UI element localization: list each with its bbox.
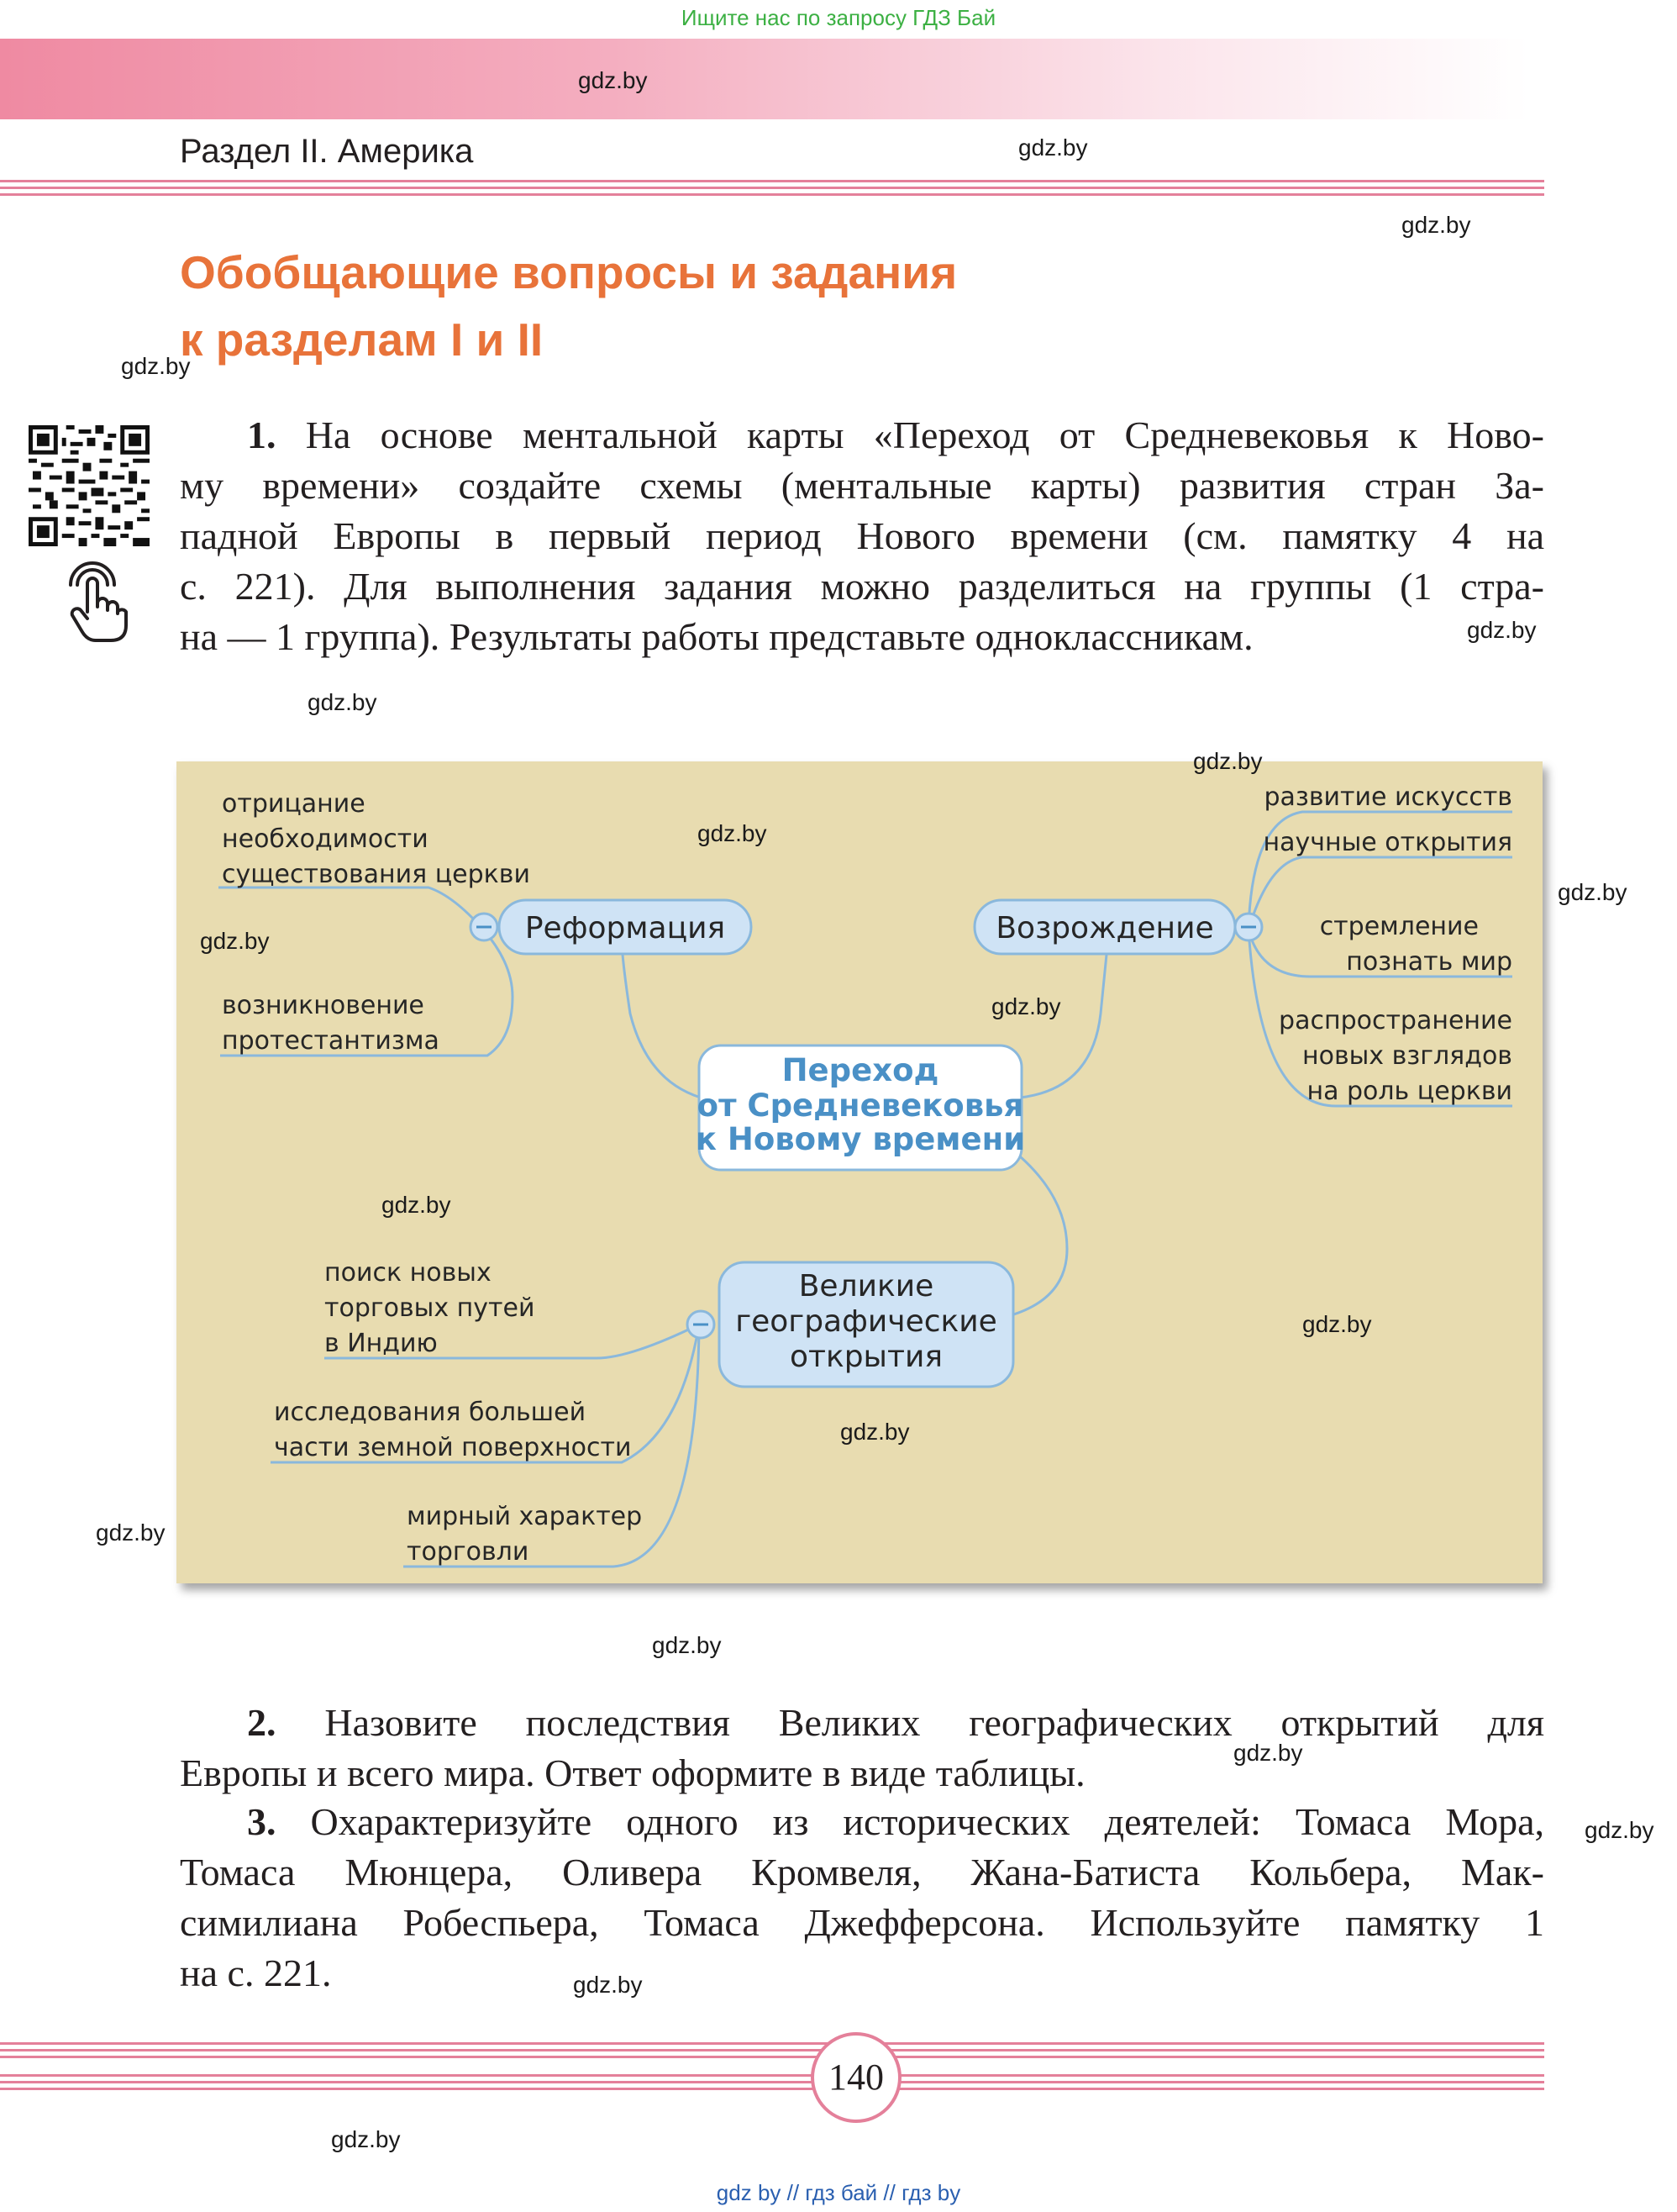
watermark: gdz.by	[991, 993, 1061, 1019]
header-rule	[0, 193, 1544, 196]
link-discoveries-leaf	[324, 1323, 700, 1360]
footer-rule	[0, 2088, 1544, 2090]
reformation-node[interactable]	[497, 898, 753, 956]
watermark: gdz.by	[1558, 879, 1627, 905]
footer-rule	[0, 2049, 1544, 2051]
center-node[interactable]	[697, 1044, 1023, 1172]
leaf-text: новых взглядов	[1302, 1041, 1512, 1071]
leaf-text: исследования большей	[274, 1398, 586, 1427]
footer-rule	[0, 2056, 1544, 2058]
leaf-text: торговли	[407, 1537, 528, 1567]
leaf-text: научные открытия	[1264, 828, 1512, 857]
watermark: gdz.by	[697, 820, 767, 846]
watermark: gdz.by	[1585, 1817, 1654, 1843]
watermark: gdz.by	[1302, 1311, 1372, 1337]
link-renaissance-leaf	[1247, 929, 1512, 1108]
leaf-text: поиск новых	[324, 1258, 492, 1288]
leaf-text: на роль церкви	[1306, 1077, 1512, 1106]
task-line-text: На основе ментальной карты «Переход от С…	[305, 413, 1545, 456]
watermark: gdz.by	[1401, 212, 1471, 238]
task-number: 2.	[247, 1701, 276, 1744]
center-label-line: к Новому времени	[696, 1121, 1025, 1157]
task-line: падной Европы в первый период Нового вре…	[180, 514, 1544, 557]
task-line: 2. Назовите последствия Великих географи…	[180, 1698, 1544, 1748]
watermark: gdz.by	[573, 1972, 643, 1998]
task-2: 2. Назовите последствия Великих географи…	[180, 1698, 1544, 1799]
title-line: Обобщающие вопросы и задания	[180, 246, 958, 298]
task-line: 3. Охарактеризуйте одного из исторически…	[180, 1797, 1544, 1847]
watermark: gdz.by	[200, 928, 270, 954]
discoveries-label-line: географические	[735, 1304, 997, 1339]
task-line: 1. На основе ментальной карты «Переход о…	[180, 410, 1544, 461]
task-number: 3.	[247, 1800, 276, 1843]
discoveries-label-line: Великие	[799, 1269, 934, 1304]
task-line: на с. 221.	[180, 1951, 332, 1994]
link-reformation-leaf	[218, 886, 485, 930]
leaf-text: возникновение	[222, 991, 424, 1020]
link-reformation-leaf	[220, 929, 514, 1057]
mind-map-panel	[176, 761, 1543, 1583]
footer-rule	[0, 2042, 1544, 2045]
page-number: 140	[811, 2032, 902, 2123]
section-label: Раздел II. Америка	[180, 133, 474, 170]
footer-rule	[0, 2081, 1544, 2083]
watermark: gdz.by	[578, 67, 648, 93]
touch-hand-icon	[69, 561, 128, 642]
watermark: gdz.by	[308, 689, 377, 715]
reformation-label: Реформация	[525, 911, 725, 945]
leaf-text: познать мир	[1346, 947, 1512, 977]
watermark: gdz.by	[1193, 748, 1263, 774]
watermark: gdz.by	[121, 353, 191, 379]
watermark: gdz.by	[652, 1632, 722, 1658]
page-title: Обобщающие вопросы и задания к разделам …	[180, 239, 957, 373]
leaf-text: необходимости	[222, 824, 428, 854]
leaf-text: развитие искусств	[1264, 782, 1512, 812]
task-line: симилиана Робеспьера, Томаса Джефферсона…	[180, 1901, 1544, 1944]
task-line: Европы и всего мира. Ответ оформите в ви…	[180, 1751, 1086, 1794]
task-1: 1. На основе ментальной карты «Переход о…	[180, 410, 1544, 662]
task-line: му времени» создайте схемы (ментальные к…	[180, 464, 1544, 507]
link-discoveries-leaf	[403, 1324, 701, 1568]
leaf-text: стремление	[1320, 912, 1479, 941]
header-rule	[0, 180, 1544, 182]
task-line-text: Охарактеризуйте одного из исторических д…	[310, 1800, 1544, 1843]
task-number: 1.	[247, 413, 276, 456]
leaf-text: мирный характер	[407, 1502, 642, 1531]
leaf-text: протестантизма	[222, 1026, 439, 1056]
link-renaissance-leaf	[1247, 810, 1512, 930]
center-label-line: от Средневековья	[697, 1088, 1024, 1124]
leaf-text: существования церкви	[222, 860, 530, 889]
task-3: 3. Охарактеризуйте одного из исторически…	[180, 1797, 1544, 1999]
watermark: gdz.by	[381, 1192, 451, 1218]
header-rule	[0, 187, 1544, 189]
watermark: gdz.by	[840, 1419, 910, 1445]
footer-links[interactable]: gdz by // гдз бай // гдз by	[716, 2180, 961, 2205]
mind-map: Реформация Возрождение Переход от Средне…	[218, 782, 1512, 1568]
renaissance-label: Возрождение	[996, 911, 1213, 945]
task-line: на — 1 группа). Результаты работы предст…	[180, 615, 1254, 658]
header-band	[0, 39, 1529, 119]
task-line: с. 221). Для выполнения задания можно ра…	[180, 565, 1544, 608]
discoveries-label-line: открытия	[790, 1340, 943, 1374]
watermark: gdz.by	[1233, 1740, 1303, 1766]
watermark: gdz.by	[331, 2126, 401, 2152]
qr-code-icon[interactable]	[29, 425, 150, 546]
leaf-text: торговых путей	[324, 1293, 534, 1323]
watermark: gdz.by	[1018, 134, 1088, 161]
discoveries-node[interactable]	[718, 1261, 1015, 1388]
link-discoveries-leaf	[271, 1324, 701, 1464]
leaf-text: в Индию	[324, 1329, 438, 1358]
link-center-discoveries	[1007, 1155, 1069, 1318]
title-line: к разделам I и II	[180, 313, 544, 366]
leaf-text: части земной поверхности	[274, 1433, 632, 1462]
footer-rule	[0, 2074, 1544, 2077]
watermark: gdz.by	[1467, 617, 1537, 643]
task-line: Томаса Мюнцера, Оливера Кромвеля, Жана-Б…	[180, 1851, 1544, 1893]
center-label-line: Переход	[782, 1052, 939, 1088]
task-line-text: Назовите последствия Великих географичес…	[324, 1701, 1545, 1744]
watermark: gdz.by	[96, 1519, 166, 1546]
top-search-note: Ищите нас по запросу ГДЗ Бай	[681, 5, 996, 30]
leaf-text: распространение	[1279, 1006, 1512, 1035]
leaf-text: отрицание	[222, 789, 365, 819]
